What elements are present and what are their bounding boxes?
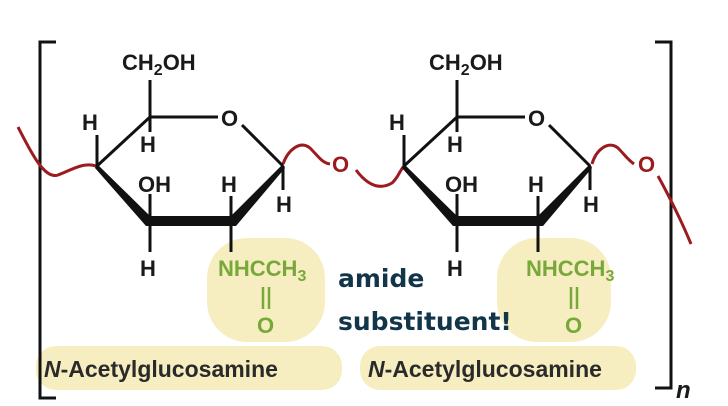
bond-c5-c4 — [95, 115, 152, 168]
ring-unit-2 — [402, 80, 592, 252]
h-c1: H — [276, 192, 292, 217]
amide-highlight-1 — [207, 238, 325, 342]
h-c3-down: H — [447, 256, 463, 281]
linkage-o-to-unit2 — [354, 164, 406, 188]
unit-2-labels: CH2OH O H H OH H H H NHCCH3 O N-Acetylgl… — [368, 50, 614, 382]
h-c1: H — [583, 192, 599, 217]
h-c2-up: H — [528, 172, 544, 197]
amide-group: NHCCH3 — [526, 256, 614, 285]
carbonyl-oxygen: O — [565, 313, 582, 338]
name-highlight-1 — [36, 346, 342, 390]
linkage-left-tail — [16, 126, 97, 177]
unit-1-labels: CH2OH O H H OH H H H NHCCH3 O N-Acetylgl… — [44, 50, 306, 382]
ring-oxygen: O — [528, 106, 545, 131]
right-bracket — [655, 40, 673, 390]
left-bracket — [38, 40, 56, 400]
ch2oh-label: CH2OH — [429, 50, 503, 79]
amide-group: NHCCH3 — [218, 256, 306, 285]
glycosidic-linkages — [16, 126, 693, 245]
bond-c5-c4-2 — [402, 115, 459, 168]
repeat-subscript: n — [676, 377, 691, 404]
bond-o-c1 — [240, 123, 285, 168]
h-c5: H — [447, 132, 463, 157]
h-c4: H — [82, 110, 98, 135]
h-c2-up: H — [221, 172, 237, 197]
name-highlight-2 — [360, 346, 636, 390]
ring-oxygen: O — [221, 106, 238, 131]
annotation-line-1: amide — [338, 264, 424, 293]
glycosidic-oxygen-2: O — [638, 152, 655, 177]
h-c3-down: H — [140, 256, 156, 281]
repeat-brackets — [38, 40, 673, 400]
oh-c3: OH — [138, 172, 171, 197]
highlight-layer — [36, 238, 636, 390]
oh-c3: OH — [445, 172, 478, 197]
glycosidic-oxygen-1: O — [332, 152, 349, 177]
ring-front-edge-1 — [95, 164, 285, 226]
ring-front-edge-2 — [402, 164, 592, 226]
residue-name-1: N-Acetylglucosamine — [44, 356, 278, 382]
carbonyl-oxygen: O — [257, 313, 274, 338]
amide-highlight-2 — [497, 238, 611, 342]
annotation-line-2: substituent! — [338, 307, 512, 336]
linkage-right-tail — [656, 175, 693, 245]
h-c4: H — [389, 110, 405, 135]
linkage-unit1-to-o — [281, 143, 331, 166]
ring-unit-1 — [95, 80, 285, 252]
h-c5: H — [140, 132, 156, 157]
handwritten-annotation: amide substituent! — [338, 264, 512, 336]
ch2oh-label: CH2OH — [122, 50, 196, 79]
bond-o-c1-2 — [547, 123, 592, 168]
carbonyl-bonds — [261, 287, 579, 309]
linkage-unit2-to-o — [590, 143, 635, 166]
residue-name-2: N-Acetylglucosamine — [368, 356, 602, 382]
